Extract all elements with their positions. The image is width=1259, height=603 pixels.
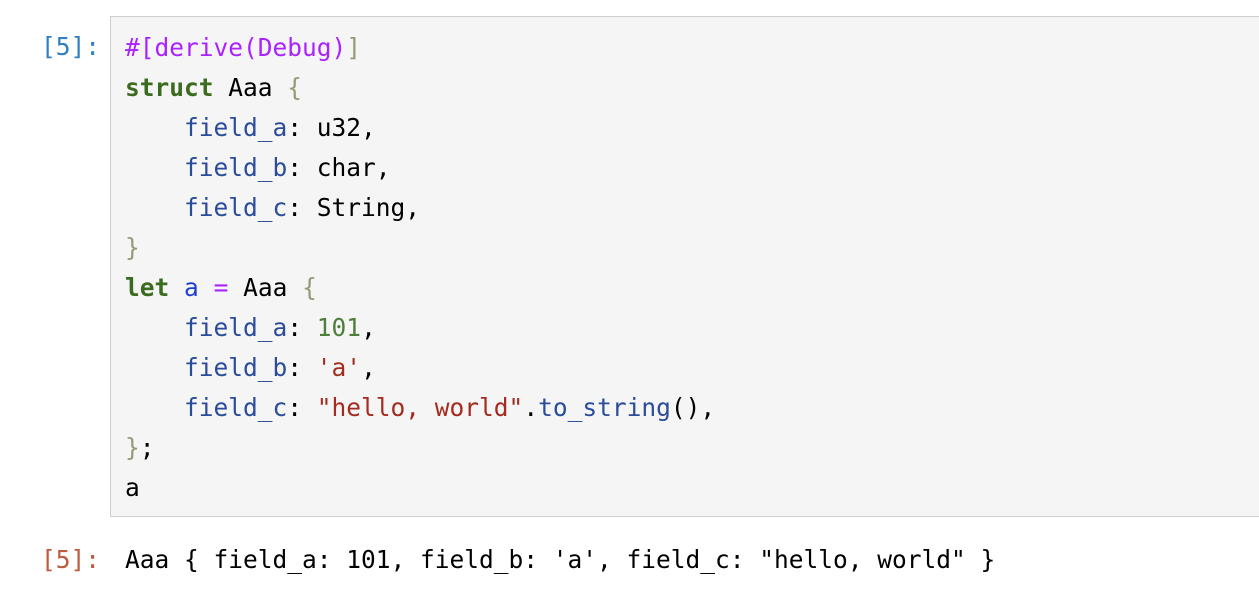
- output-text: Aaa { field_a: 101, field_b: 'a', field_…: [125, 545, 996, 574]
- code-line: field_a: 101,: [125, 308, 715, 348]
- code-token-plain: [125, 393, 184, 422]
- code-token-bracket: {: [287, 73, 303, 102]
- code-token-meta: derive(Debug): [154, 33, 347, 62]
- code-token-field: field_a: [184, 313, 288, 342]
- code-token-plain: :: [287, 393, 317, 422]
- code-line: field_c: "hello, world".to_string(),: [125, 388, 715, 428]
- code-line: a: [125, 468, 715, 508]
- code-token-plain: (),: [670, 393, 716, 422]
- code-token-plain: ;: [139, 433, 155, 462]
- code-token-plain: [125, 153, 184, 182]
- code-token-method: to_string: [538, 393, 671, 422]
- code-line: field_b: 'a',: [125, 348, 715, 388]
- code-token-plain: : u32,: [287, 113, 376, 142]
- code-token-plain: [169, 273, 184, 302]
- code-token-plain: [125, 353, 184, 382]
- code-token-bracket: {: [302, 273, 317, 302]
- code-editor[interactable]: #[derive(Debug)]struct Aaa { field_a: u3…: [110, 16, 1259, 517]
- code-token-plain: Aaa: [213, 73, 288, 102]
- code-token-plain: [199, 273, 214, 302]
- code-token-meta: #[: [125, 33, 155, 62]
- code-token-number: 101: [316, 313, 362, 342]
- code-line: #[derive(Debug)]: [125, 28, 715, 68]
- code-token-plain: ,: [361, 353, 376, 382]
- input-prompt: [5]:: [40, 32, 100, 61]
- code-token-field: field_b: [184, 153, 288, 182]
- code-line: let a = Aaa {: [125, 268, 715, 308]
- code-token-string: 'a': [316, 353, 362, 382]
- code-token-plain: .: [523, 393, 539, 422]
- code-token-keyword: struct: [125, 73, 214, 102]
- code-token-field: field_c: [184, 193, 288, 222]
- code-token-plain: ,: [361, 313, 376, 342]
- code-token-field: field_a: [184, 113, 288, 142]
- code-line: };: [125, 428, 715, 468]
- code-token-plain: [125, 313, 184, 342]
- code-token-string: "hello, world": [316, 393, 524, 422]
- code-token-plain: : String,: [287, 193, 421, 222]
- code-token-var: a: [184, 273, 199, 302]
- code-token-plain: : char,: [287, 153, 391, 182]
- output-cell: [5]: Aaa { field_a: 101, field_b: 'a', f…: [0, 534, 1259, 586]
- output-prompt: [5]:: [40, 545, 100, 574]
- input-cell: [5]: #[derive(Debug)]struct Aaa { field_…: [0, 16, 1259, 517]
- code-block[interactable]: #[derive(Debug)]struct Aaa { field_a: u3…: [125, 28, 715, 508]
- code-token-plain: a: [125, 473, 140, 502]
- code-token-plain: [125, 113, 184, 142]
- code-token-keyword: let: [125, 273, 170, 302]
- code-token-plain: :: [287, 313, 317, 342]
- code-token-field: field_c: [184, 393, 288, 422]
- code-line: field_a: u32,: [125, 108, 715, 148]
- code-line: }: [125, 228, 715, 268]
- code-line: field_b: char,: [125, 148, 715, 188]
- code-token-bracket: }: [125, 233, 140, 262]
- code-token-plain: Aaa: [228, 273, 303, 302]
- code-line: struct Aaa {: [125, 68, 715, 108]
- code-token-plain: [125, 193, 184, 222]
- code-token-plain: :: [287, 353, 317, 382]
- code-token-op: =: [213, 273, 229, 302]
- code-token-bracket: ]: [346, 33, 362, 62]
- code-token-bracket: }: [125, 433, 140, 462]
- code-token-field: field_b: [184, 353, 288, 382]
- code-line: field_c: String,: [125, 188, 715, 228]
